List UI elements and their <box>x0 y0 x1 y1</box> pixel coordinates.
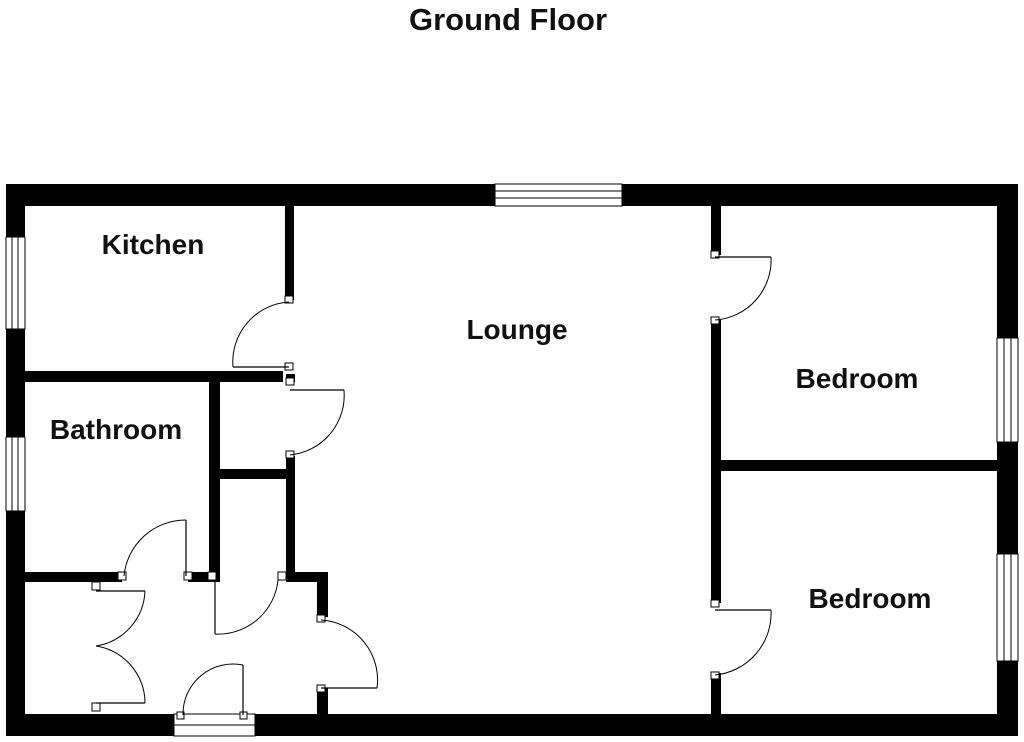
window-bedroom-2 <box>996 553 1019 662</box>
front-door <box>173 663 256 737</box>
room-label-kitchen: Kitchen <box>102 229 205 260</box>
door-bedroom-2 <box>710 599 772 680</box>
plan-title: Ground Floor <box>409 2 607 37</box>
window-bedroom-1 <box>996 337 1019 443</box>
window-bathroom <box>5 436 26 512</box>
interior-walls <box>25 205 998 716</box>
door-hall-cupboard-left <box>91 581 146 712</box>
room-label-bedroom-2: Bedroom <box>809 583 932 614</box>
room-label-bathroom: Bathroom <box>50 414 182 445</box>
door-kitchen <box>232 295 294 371</box>
door-lounge <box>316 614 379 693</box>
room-label-bedroom-1: Bedroom <box>796 363 919 394</box>
door-bedroom-1 <box>710 250 772 325</box>
room-label-lounge: Lounge <box>466 314 567 345</box>
door-bathroom <box>117 519 193 581</box>
door-store <box>207 571 287 635</box>
window-lounge <box>494 183 623 207</box>
door-cupboard <box>285 377 345 459</box>
window-kitchen <box>5 236 26 330</box>
